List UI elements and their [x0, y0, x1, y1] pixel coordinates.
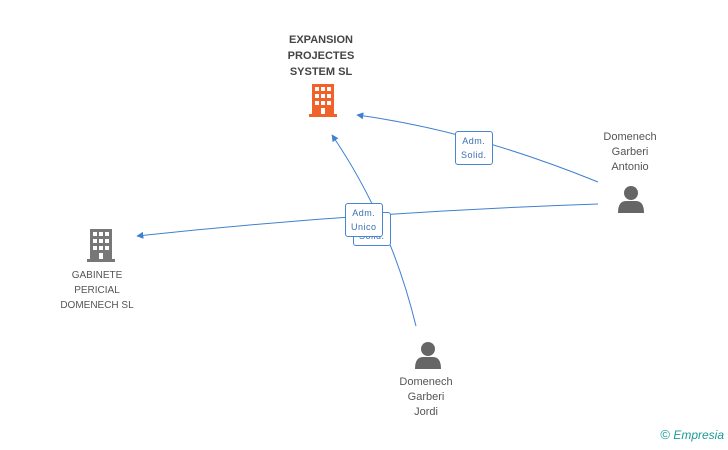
company-label-gabinete[interactable]: GABINETE PERICIAL DOMENECH SL: [60, 270, 134, 311]
brand-logo: © Empresia: [660, 427, 724, 442]
brand-name: Empresia: [673, 428, 724, 442]
copyright-icon: ©: [660, 427, 670, 442]
person-label-antonio[interactable]: Domenech Garberi Antonio: [603, 131, 657, 173]
building-icon[interactable]: [87, 229, 115, 262]
edge-label-antonio-gabinete: Adm. Unico: [345, 203, 383, 237]
building-icon[interactable]: [308, 84, 338, 118]
edge-label-antonio-expansion: Adm. Solid.: [455, 131, 493, 165]
person-icon[interactable]: [618, 186, 644, 213]
person-label-jordi[interactable]: Domenech Garberi Jordi: [399, 376, 453, 418]
person-icon[interactable]: [415, 342, 441, 369]
company-label-expansion[interactable]: EXPANSION PROJECTES SYSTEM SL: [287, 34, 355, 78]
